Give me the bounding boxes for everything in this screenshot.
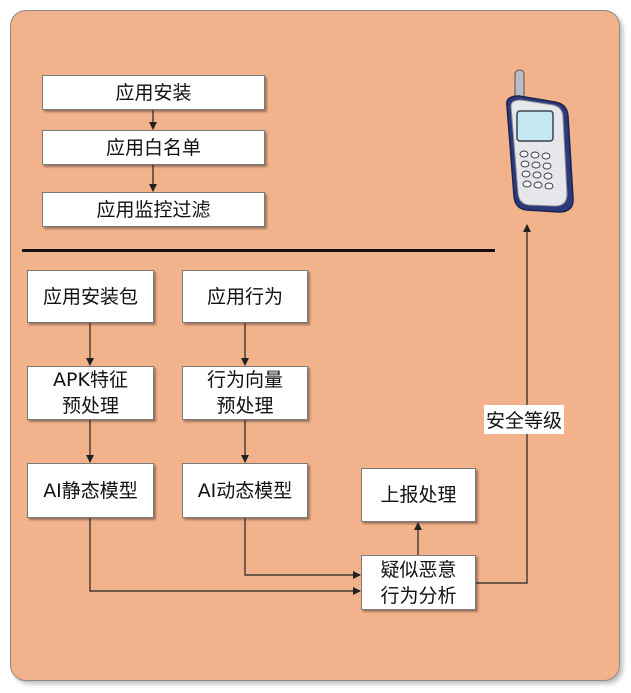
section-divider — [22, 249, 495, 252]
arrow-analysis-to-phone — [476, 224, 531, 584]
box-suspicious-analysis-line1: 疑似恶意 — [380, 558, 457, 581]
box-ai-dynamic-model: AI动态模型 — [182, 463, 308, 518]
box-suspicious-analysis-line2: 行为分析 — [380, 584, 457, 607]
box-app-package: 应用安装包 — [27, 270, 154, 323]
box-report-handling: 上报处理 — [361, 468, 476, 522]
box-behavior-preprocess-line1: 行为向量 — [206, 369, 283, 391]
box-behavior-preprocess: 行为向量 预处理 — [182, 366, 308, 420]
box-app-whitelist-label: 应用白名单 — [105, 136, 201, 159]
box-behavior-preprocess-line2: 预处理 — [216, 395, 274, 417]
box-app-install: 应用安装 — [42, 75, 265, 110]
box-suspicious-analysis: 疑似恶意 行为分析 — [361, 555, 476, 610]
box-report-handling-label: 上报处理 — [380, 484, 457, 506]
box-ai-static-model: AI静态模型 — [27, 463, 154, 518]
box-app-package-label: 应用安装包 — [42, 285, 138, 308]
arrow-static-model-to-analysis — [89, 518, 361, 595]
box-ai-static-model-label: AI静态模型 — [43, 479, 138, 502]
arrow-dynamic-model-to-analysis — [244, 518, 361, 579]
box-apk-preprocess: APK特征 预处理 — [27, 366, 154, 420]
box-apk-preprocess-line2: 预处理 — [61, 395, 119, 417]
box-app-behavior: 应用行为 — [182, 270, 308, 323]
box-ai-dynamic-model-label: AI动态模型 — [197, 479, 293, 502]
box-app-whitelist: 应用白名单 — [42, 130, 265, 165]
box-app-install-label: 应用安装 — [115, 81, 192, 104]
box-apk-preprocess-line1: APK特征 — [53, 369, 128, 391]
mobile-phone-icon — [506, 69, 574, 213]
box-app-behavior-label: 应用行为 — [206, 285, 283, 308]
safety-level-label: 安全等级 — [484, 405, 565, 434]
box-app-monitor-filter: 应用监控过滤 — [42, 192, 265, 227]
box-app-monitor-filter-label: 应用监控过滤 — [96, 198, 211, 221]
